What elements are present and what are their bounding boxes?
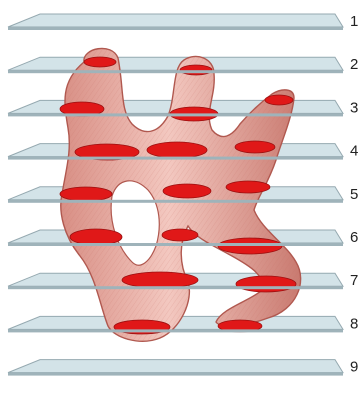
plane-number-label: 1 [350,13,358,30]
cross-section [235,141,275,153]
section-plane [8,14,343,27]
section-plane-edge [8,113,343,116]
cross-section [84,57,116,67]
section-plane-edge [8,243,343,246]
cross-section [226,181,270,193]
plane-labels: 1 2 3 4 5 6 7 8 9 [350,13,358,376]
section-plane [8,57,343,70]
plane-number-label: 8 [350,315,358,332]
section-plane-edge [8,200,343,203]
plane-number-label: 5 [350,186,358,203]
plane-number-label: 3 [350,99,358,116]
section-plane-edge [8,373,343,376]
section-plane-edge [8,157,343,160]
cross-section [147,142,207,158]
section-plane-edge [8,329,343,332]
cross-section [122,272,198,288]
section-plane-edge [8,27,343,30]
plane-number-label: 9 [350,359,358,376]
cross-section [236,276,296,292]
plane-number-label: 7 [350,272,358,289]
section-plane-edge [8,70,343,73]
plane-number-label: 2 [350,56,358,73]
cross-section [60,187,112,201]
section-plane-edge [8,286,343,289]
cross-section [162,229,198,241]
cross-section [70,229,122,245]
plane-number-label: 6 [350,229,358,246]
plane-number-label: 4 [350,143,358,160]
cross-section [265,95,293,105]
section-plane [8,360,343,373]
cross-section [163,184,211,198]
cross-section [180,65,212,75]
